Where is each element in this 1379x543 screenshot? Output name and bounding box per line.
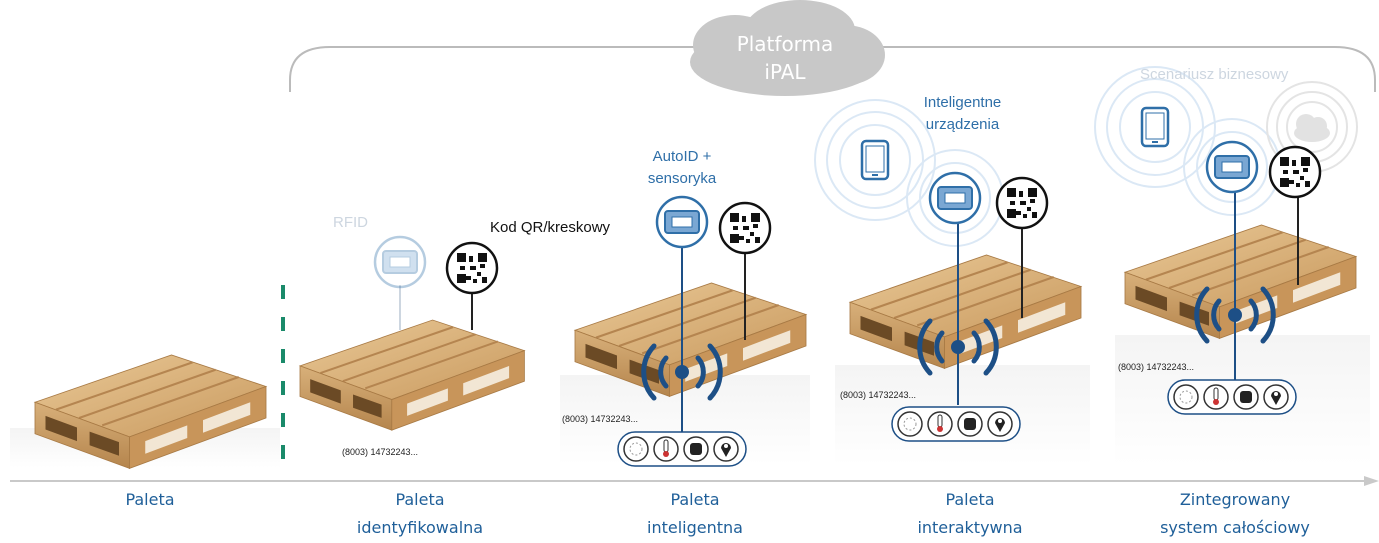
- stage-label-intelligent: Paleta inteligentna: [595, 486, 795, 542]
- stage-label-line1: Paleta: [395, 490, 445, 509]
- qr-label: Kod QR/kreskowy: [490, 219, 611, 236]
- stage-label-line2: inteligentna: [647, 518, 743, 537]
- devices-label-line1: Inteligentne: [923, 94, 1002, 111]
- qr-code-icon: [445, 241, 499, 295]
- tablet-icon: [860, 139, 890, 181]
- scenario-signal-rings: [1094, 66, 1281, 216]
- stage-label-line1: Paleta: [945, 490, 995, 509]
- cloud-icon: [1294, 114, 1330, 142]
- pallet-code: (8003) 14732243...: [840, 390, 917, 400]
- platform-bracket-right: [880, 46, 1376, 92]
- stage-label-integrated: Zintegrowany system całościowy: [1130, 486, 1340, 542]
- devices-label-line2: urządzenia: [925, 116, 1000, 133]
- autoid-label: AutoID + sensoryka: [622, 146, 742, 190]
- devices-label: Inteligentne urządzenia: [900, 92, 1025, 136]
- platform-label-line2: iPAL: [764, 60, 806, 84]
- qr-code-icon: [718, 201, 772, 255]
- rfid-label: RFID: [333, 214, 368, 231]
- pallet-code: (8003) 14732243...: [562, 414, 639, 424]
- platform-label: Platforma iPAL: [715, 30, 855, 86]
- pallet-integrated: [1123, 223, 1358, 340]
- sensor-icons-bar: [891, 406, 1021, 442]
- qr-code-icon: [1268, 145, 1322, 199]
- autoid-label-line1: AutoID +: [652, 148, 712, 165]
- platform-cloud-icon: [690, 0, 885, 96]
- pallet-identifiable: [298, 318, 526, 432]
- stage-label-line1: Zintegrowany: [1179, 490, 1291, 509]
- stage-label-line2: identyfikowalna: [356, 518, 484, 537]
- stage-label-line2: interaktywna: [917, 518, 1023, 537]
- rfid-chip-icon: [928, 171, 982, 225]
- pallet-interactive: [848, 253, 1083, 370]
- pallet-code: (8003) 14732243...: [1118, 362, 1195, 372]
- timeline-arrowhead: [1364, 476, 1379, 486]
- stage-label-interactive: Paleta interaktywna: [870, 486, 1070, 542]
- rfid-chip-icon: [373, 235, 427, 289]
- autoid-label-line2: sensoryka: [647, 170, 717, 187]
- stage-label-line1: Paleta: [670, 490, 720, 509]
- platform-bracket-left: [289, 46, 695, 92]
- stage-label-line1: Paleta: [125, 490, 175, 509]
- stage-label-identifiable: Paleta identyfikowalna: [320, 486, 520, 542]
- scenario-label: Scenariusz biznesowy: [1140, 66, 1289, 83]
- qr-code-icon: [995, 176, 1049, 230]
- pallet-code: (8003) 14732243...: [342, 447, 419, 457]
- rfid-chip-icon: [655, 195, 709, 249]
- stage-label-line2: system całościowy: [1160, 518, 1310, 537]
- platform-label-line1: Platforma: [736, 32, 834, 56]
- stage-label-plain: Paleta: [50, 486, 250, 514]
- tablet-icon: [1140, 106, 1170, 148]
- sensor-icons-bar: [1167, 379, 1297, 415]
- rfid-chip-icon: [1205, 140, 1259, 194]
- sensor-icons-bar: [617, 431, 747, 467]
